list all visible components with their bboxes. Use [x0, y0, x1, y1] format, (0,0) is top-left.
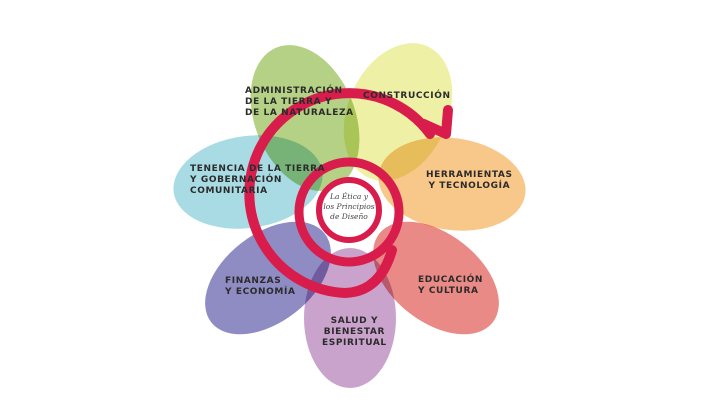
label-line: comunitaria — [190, 186, 268, 196]
label-line: de la naturaleza — [245, 108, 354, 118]
label-finanzas: Finanzas y economía — [225, 276, 296, 298]
petal-finanzas — [205, 221, 331, 335]
label-line: y tecnología — [428, 181, 511, 191]
label-line: Tenencia de la tierra — [190, 164, 326, 174]
label-line: bienestar — [323, 327, 385, 337]
label-tenencia: Tenencia de la tierra y gobernación comu… — [190, 164, 325, 197]
label-line: Herramientas — [426, 170, 513, 180]
label-line: Salud y — [330, 316, 379, 326]
arrow-head-icon — [419, 105, 453, 139]
label-line: Administración — [245, 86, 343, 96]
center-line: de Diseño — [330, 212, 368, 221]
label-line: espiritual — [322, 338, 387, 348]
label-construccion: Construcción — [363, 91, 451, 102]
label-line: Educación — [418, 275, 484, 285]
petal-herramientas — [378, 137, 526, 231]
label-line: y cultura — [418, 286, 479, 296]
spiral-inner-ring — [294, 157, 404, 267]
label-educacion: Educación y cultura — [418, 275, 483, 297]
label-line: y gobernación — [190, 175, 283, 185]
label-salud: Salud y bienestar espiritual — [322, 316, 387, 349]
spiral-outer-arc — [244, 88, 435, 299]
label-line: Construcción — [363, 91, 451, 101]
label-line: y economía — [225, 287, 296, 297]
label-line: de la tierra y — [245, 97, 333, 107]
center-circle — [316, 177, 382, 243]
petal-educacion — [373, 221, 499, 335]
label-herramientas: Herramientas y tecnología — [426, 170, 513, 192]
center-line: La Ética y — [329, 192, 369, 201]
label-administracion: Administración de la tierra y de la natu… — [245, 86, 354, 119]
center-label: La Ética y los Principios de Diseño — [318, 192, 380, 222]
center-line: los Principios — [323, 202, 375, 211]
label-line: Finanzas — [225, 276, 282, 286]
